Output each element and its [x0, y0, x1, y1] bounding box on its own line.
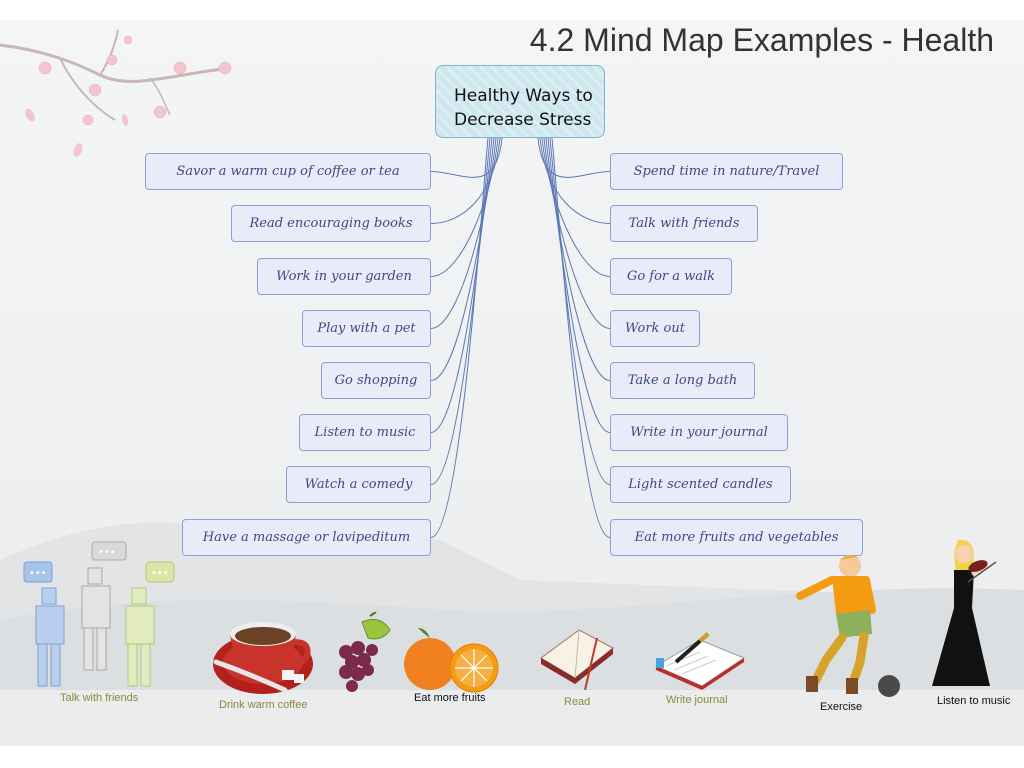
branch-right-1[interactable]: Spend time in nature/Travel	[610, 153, 843, 190]
connector-right-1	[537, 137, 611, 178]
connector-right-4	[543, 137, 611, 329]
book-icon	[540, 629, 614, 690]
svg-text:•••: •••	[151, 568, 169, 579]
connector-right-3	[541, 137, 611, 277]
branch-left-7[interactable]: Watch a comedy	[286, 466, 431, 503]
branch-right-7[interactable]: Light scented candles	[610, 466, 791, 503]
central-topic-line1: Healthy Ways to	[454, 86, 593, 106]
connector-left-4	[430, 137, 497, 329]
soccer-ball-icon	[878, 675, 900, 697]
connector-left-8	[430, 137, 489, 538]
coffee-cup-icon	[213, 622, 313, 694]
soccer-player-icon	[796, 555, 876, 694]
branch-right-2[interactable]: Talk with friends	[610, 205, 758, 242]
connector-right-5	[545, 137, 611, 381]
connector-left-1	[430, 137, 503, 178]
connector-right-6	[547, 137, 611, 433]
cherry-blossom-branch-icon	[0, 29, 232, 157]
caption-talk-with-friends: Talk with friends	[60, 692, 139, 704]
caption-exercise: Exercise	[820, 701, 863, 713]
page-title: 4.2 Mind Map Examples - Health	[529, 22, 994, 58]
branch-right-4[interactable]: Work out	[610, 310, 700, 347]
fruits-icon	[339, 612, 499, 693]
branch-right-5[interactable]: Take a long bath	[610, 362, 755, 399]
central-topic-line2: Decrease Stress	[454, 110, 592, 130]
connector-right-2	[539, 137, 611, 224]
branch-left-3[interactable]: Work in your garden	[257, 258, 431, 295]
branch-left-5[interactable]: Go shopping	[321, 362, 431, 399]
svg-text:•••: •••	[98, 547, 116, 558]
journal-pen-icon	[654, 632, 746, 690]
connector-left-6	[430, 137, 493, 433]
branch-right-6[interactable]: Write in your journal	[610, 414, 788, 451]
connector-left-5	[430, 137, 495, 381]
connector-left-3	[430, 137, 499, 277]
people-talking-icon: ••• ••• •••	[23, 541, 175, 687]
branch-right-3[interactable]: Go for a walk	[610, 258, 732, 295]
violinist-icon	[932, 539, 997, 686]
branch-left-6[interactable]: Listen to music	[299, 414, 431, 451]
svg-text:•••: •••	[29, 568, 47, 579]
branch-left-1[interactable]: Savor a warm cup of coffee or tea	[145, 153, 431, 190]
connector-left-7	[430, 137, 491, 485]
caption-drink-warm-coffee: Drink warm coffee	[219, 699, 308, 711]
branch-left-8[interactable]: Have a massage or lavipeditum	[182, 519, 431, 556]
branch-left-4[interactable]: Play with a pet	[302, 310, 431, 347]
connector-right-7	[549, 137, 611, 485]
branch-right-8[interactable]: Eat more fruits and vegetables	[610, 519, 863, 556]
caption-eat-more-fruits: Eat more fruits	[414, 692, 486, 704]
caption-read: Read	[564, 696, 591, 708]
central-topic[interactable]: Healthy Ways to Decrease Stress	[435, 65, 605, 138]
connector-left-2	[430, 137, 501, 224]
connector-right-8	[551, 137, 611, 538]
branch-left-2[interactable]: Read encouraging books	[231, 205, 431, 242]
caption-write-journal: Write journal	[666, 694, 728, 706]
caption-listen-to-music: Listen to music	[937, 695, 1011, 707]
